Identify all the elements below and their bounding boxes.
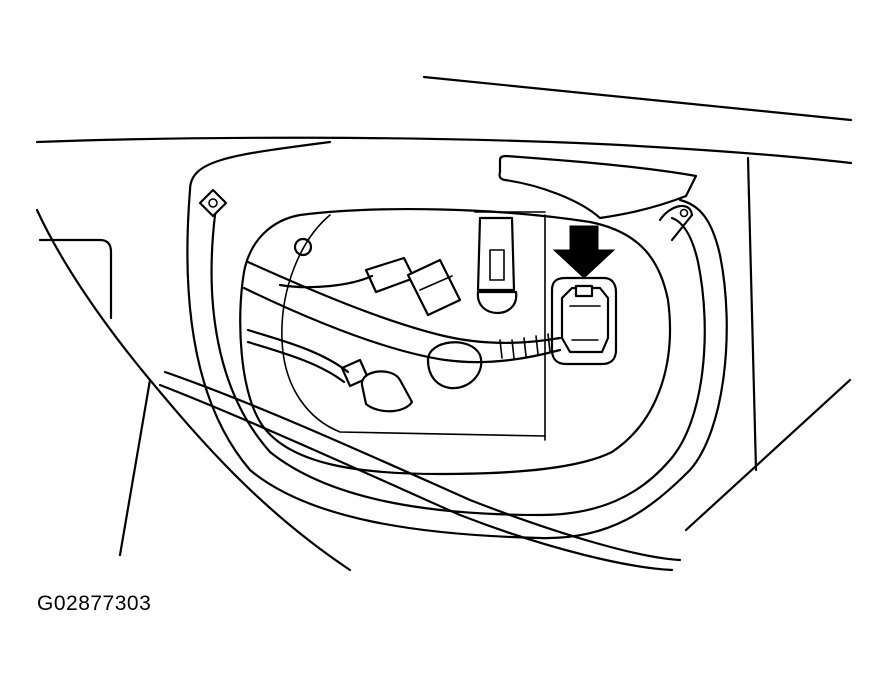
connector-body bbox=[560, 286, 610, 354]
lower-bulb bbox=[360, 370, 414, 413]
body-panel-outline bbox=[35, 75, 853, 572]
figure-id: G02877303 bbox=[37, 592, 152, 615]
wiring-harness bbox=[242, 260, 562, 364]
headlamp-housing bbox=[158, 140, 728, 572]
bulb-sockets bbox=[246, 216, 518, 413]
center-bulb-socket bbox=[476, 216, 516, 292]
center-bulb bbox=[476, 290, 518, 314]
target-connector bbox=[550, 276, 618, 366]
left-plug bbox=[364, 256, 416, 294]
access-opening bbox=[239, 208, 672, 476]
down-arrow-icon bbox=[552, 225, 616, 279]
